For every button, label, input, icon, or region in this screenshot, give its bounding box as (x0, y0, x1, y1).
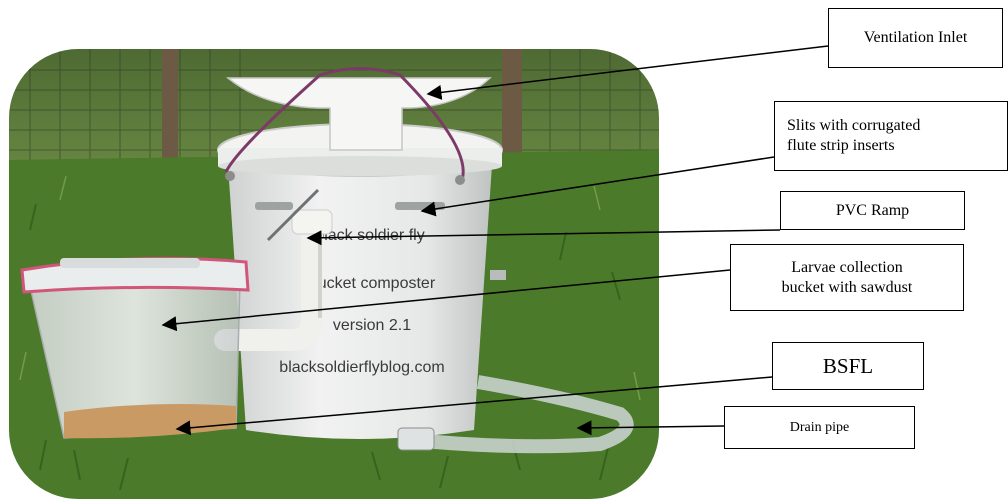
label-larvae-line-1: Larvae collection (791, 258, 903, 276)
label-slits-text: Slits with corrugated flute strip insert… (787, 116, 920, 156)
bucket-text-line-3: version 2.1 (333, 317, 411, 334)
label-larvae-collection-text: Larvae collection bucket with sawdust (782, 258, 913, 298)
label-ventilation-inlet: Ventilation Inlet (828, 8, 1003, 68)
arrow-drain-pipe (576, 420, 725, 436)
label-drain-pipe: Drain pipe (724, 406, 915, 449)
bucket-text-line-2: bucket composter (309, 275, 436, 292)
label-bsfl: BSFL (772, 342, 924, 390)
drain-pipe (411, 375, 634, 454)
label-ventilation-inlet-text: Ventilation Inlet (863, 29, 968, 46)
label-slits-line-1: Slits with corrugated (787, 117, 921, 134)
sawdust (64, 404, 236, 439)
label-slits-line-2: flute strip inserts (787, 137, 895, 154)
arrow-pvc-ramp (306, 229, 781, 246)
bucket-slit (255, 202, 293, 210)
pvc-ramp (214, 215, 323, 351)
arrow-bsfl (175, 376, 773, 436)
arrows (161, 45, 829, 436)
ventilation-cap (225, 77, 492, 151)
arrow-larvae-collection (161, 269, 731, 332)
label-larvae-line-2: bucket with sawdust (781, 278, 913, 296)
bucket-text-line-1: black soldier fly (315, 227, 424, 244)
bucket-text-line-4: blacksoldierflyblog.com (279, 359, 444, 376)
bucket (228, 165, 492, 439)
fence-post (502, 48, 522, 178)
arrow-ventilation-inlet (426, 45, 829, 100)
label-pvc-ramp-text: PVC Ramp (835, 201, 910, 219)
photo: black soldier fly bucket composter versi… (8, 48, 660, 500)
label-larvae-collection: Larvae collection bucket with sawdust (730, 244, 964, 311)
label-bsfl-text: BSFL (822, 353, 874, 378)
drain-fitting (397, 427, 435, 451)
arrow-slits (420, 156, 775, 217)
label-pvc-ramp: PVC Ramp (780, 191, 965, 230)
label-drain-pipe-text: Drain pipe (789, 419, 850, 435)
fence-post (162, 48, 178, 163)
bucket-handle (224, 67, 465, 181)
label-slits: Slits with corrugated flute strip insert… (774, 101, 1008, 171)
